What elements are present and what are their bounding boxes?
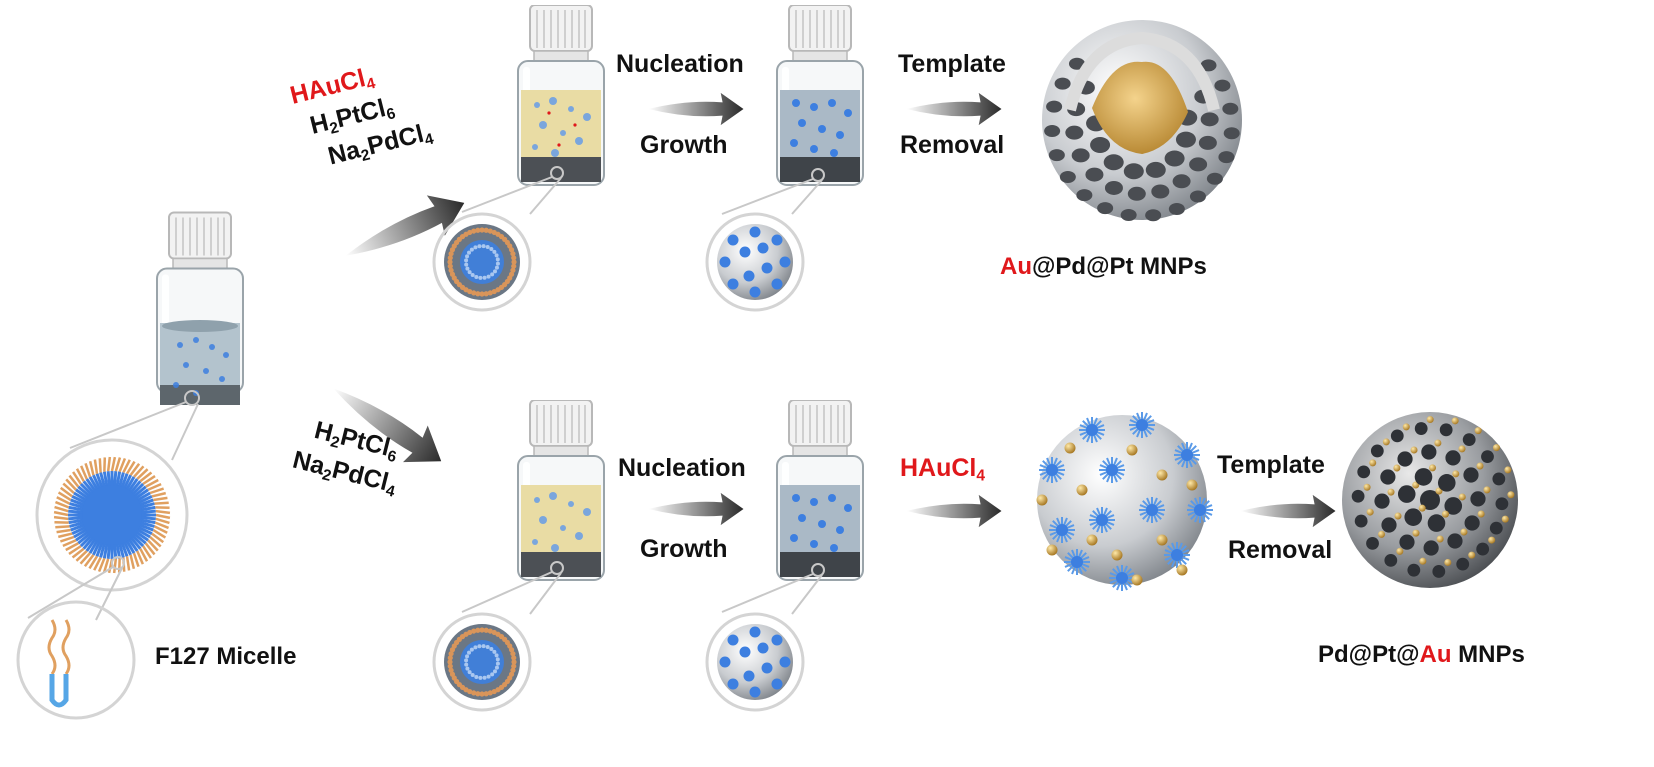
micelle-zoom-leader: [69, 390, 200, 461]
bottom-product-prefix: Pd@Pt@: [1318, 641, 1420, 668]
f127-polymer-chain-icon: [16, 600, 136, 720]
top-arrow-2: [906, 92, 1002, 126]
mesoporous-nanoparticle-icon: [1042, 20, 1242, 222]
top-step-1-label-top: Nucleation: [616, 50, 744, 78]
bottom-arrow-2: [906, 494, 1002, 528]
f127-micelle-sphere-icon: [35, 438, 189, 592]
bottom-vial-2: [776, 400, 864, 581]
top-vial-1: [517, 5, 605, 186]
top-vial-2: [776, 5, 864, 186]
top-vial-1-zoom: [432, 166, 564, 312]
f127-micelle-label: F127 Micelle: [155, 643, 297, 670]
bottom-product-label: Pd@Pt@Au MNPs: [1318, 643, 1525, 667]
gold-decorated-sphere-icon: [1036, 412, 1213, 591]
polymer-zoom-leader: [27, 556, 125, 621]
bottom-product-suffix: MNPs: [1451, 641, 1525, 668]
bottom-arrow-3: [1240, 494, 1336, 528]
bottom-product-shell: Au: [1419, 641, 1452, 668]
bottom-step-2-label-bottom: Removal: [1228, 536, 1333, 564]
top-arrow-1: [648, 92, 744, 126]
top-step-1-label-bottom: Growth: [640, 131, 728, 159]
bottom-vial-2-zoom: [705, 563, 825, 712]
bottom-step-1-label-bottom: Growth: [640, 535, 728, 563]
bottom-arrow-1: [648, 492, 744, 526]
start-vial: [155, 211, 245, 405]
top-step-2-label-top: Template: [898, 50, 1006, 78]
bottom-step-2-label-top: Template: [1217, 451, 1325, 479]
bottom-step-1-label-top: Nucleation: [618, 454, 746, 482]
top-step-2-label-bottom: Removal: [900, 131, 1005, 159]
bottom-added-reagent: HAuCl4: [900, 454, 986, 485]
top-vial-2-zoom: [705, 168, 825, 312]
bottom-vial-1-zoom: [432, 561, 564, 712]
bottom-vial-1: [517, 400, 605, 581]
top-product-core: Au: [1000, 253, 1032, 280]
top-product-rest: @Pd@Pt MNPs: [1032, 253, 1207, 280]
gold-mesoporous-nanoparticle-icon: [1342, 412, 1518, 588]
top-product-label: Au@Pd@Pt MNPs: [1000, 255, 1207, 279]
